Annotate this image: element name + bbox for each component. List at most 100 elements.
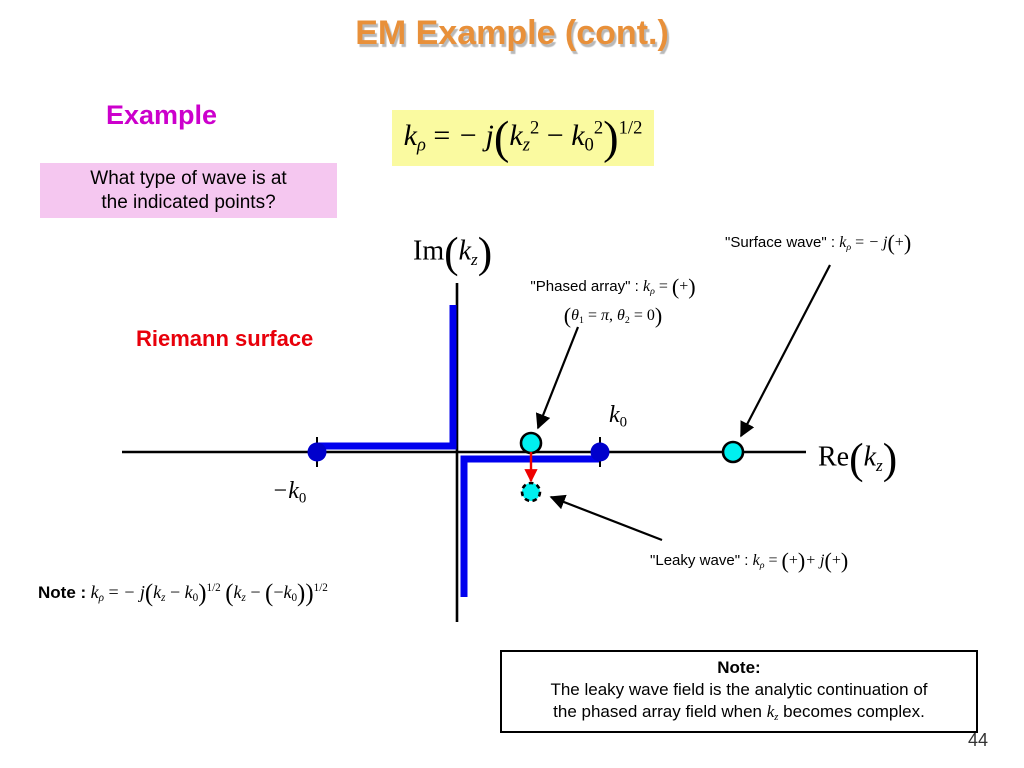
leaky-wave-leader-arrow [549,494,663,542]
nf-kz2-sub: z [241,592,246,605]
question-line-2: the indicated points? [101,191,276,213]
phased-array-annotation: "Phased array" : kρ = (+) (θ1 = π, θ2 = … [498,272,728,330]
lw-open1: ( [781,548,789,573]
sw-open: ( [887,230,895,255]
pa-plus: + [679,278,689,296]
formula-rho: ρ [416,134,426,156]
nf-k: k [90,581,99,602]
note-box-line-2-pre: the phased array field when [553,702,767,722]
sw-k: k [839,234,847,252]
nf-k01: k [184,581,193,602]
question-line-1: What type of wave is at [90,167,287,189]
pa-comma: , [609,307,613,325]
lw-plus-j: + j [805,552,825,570]
nf-minus3: − [273,581,284,602]
branch-point-neg-k0 [307,442,327,462]
branch-point-k0 [590,442,610,462]
nf-kz1-sub: z [161,592,166,605]
pa-theta2: θ [617,307,625,325]
lw-plus1: + [788,552,798,570]
note-box-line-1: The leaky wave field is the analytic con… [550,680,928,700]
lw-plus2: + [831,552,841,570]
im-open-paren: ( [444,229,459,277]
nf-close1: ) [198,580,207,607]
formula-kz-sub: z [522,134,530,156]
nf-kz1: k [153,581,162,602]
nf-minus1: − [169,581,181,602]
sw-eq: = [855,234,865,252]
phased-array-marker[interactable] [519,431,543,455]
note-formula: Note : kρ = − j(kz − k0)1/2 (kz − (−k0))… [38,580,328,608]
pa-eq1: = [587,307,597,325]
formula-minus: − [546,118,564,152]
note-box-title: Note: [717,658,761,678]
negk0-k: −k [272,478,299,504]
surface-wave-quote: "Surface wave" : [725,234,840,252]
note-box-body: The leaky wave field is the analytic con… [550,679,927,724]
lw-k: k [752,552,760,570]
note-formula-label: Note : [38,582,87,602]
surface-wave-leader-arrow [740,264,831,438]
leaky-wave-annotation: "Leaky wave" : kρ = (+)+ j(+) [650,548,848,574]
formula-k0-sup: 2 [593,117,604,139]
formula-close-paren: ) [603,112,619,164]
nf-k02-sub: 0 [291,592,298,605]
branch-cut-lower [460,455,600,597]
surface-wave-annotation: "Surface wave" : kρ = − j(+) [725,230,911,256]
phased-array-line-1: "Phased array" : kρ = (+) [498,272,728,301]
im-close-paren: ) [477,229,493,277]
sw-close: ) [903,230,912,255]
pa-theta1: θ [571,307,579,325]
pa2-close: ) [654,303,663,329]
note-box: Note: The leaky wave field is the analyt… [500,650,978,733]
formula-minus-j: − j [457,118,494,152]
leaky-wave-marker[interactable] [520,481,542,503]
pa-zero: 0 [646,307,655,325]
nf-close3: ) [297,580,306,607]
main-formula: kρ = − j(kz2 − k02)1/2 [404,112,643,165]
formula-k: k [403,118,417,152]
k0-label: k0 [609,402,627,431]
pa-k: k [642,278,651,296]
note-box-line-2: the phased array field when kz becomes c… [553,702,925,724]
im-k: k [458,235,471,267]
real-axis-label: Re(kz) [818,434,897,484]
pa2-open: ( [563,303,572,329]
lw-close1: ) [797,548,806,573]
branch-cut-upper [317,305,457,450]
re-k: k [863,441,876,473]
pa-eq2: = [633,307,643,325]
formula-kz-sup: 2 [529,117,540,139]
sw-rho: ρ [846,242,852,254]
nf-open1: ( [144,580,154,607]
note-box-line-2-post: becomes complex. [778,702,925,722]
re-open-paren: ( [849,435,864,483]
nf-exp1: 1/2 [206,581,221,594]
re-k-sub: z [876,455,883,475]
note-box-kz-sub: z [774,712,779,724]
note-box-kz: k [766,702,775,722]
phased-array-leader-arrow [535,326,580,430]
im-k-sub: z [471,249,478,269]
sw-plus: + [894,234,904,252]
im-text: Im [413,235,445,267]
k0-sub: 0 [619,414,628,431]
surface-wave-marker[interactable] [721,440,745,464]
lw-close2: ) [840,548,849,573]
formula-equals: = [433,118,451,152]
riemann-surface-label: Riemann surface [136,326,314,351]
nf-close2: ) [305,580,314,607]
nf-minus2: − [250,581,261,602]
nf-k02: k [283,581,292,602]
page-title: EM Example (cont.) [355,14,669,52]
lw-open2: ( [824,548,832,573]
formula-k0-sub: 0 [584,134,594,156]
neg-k0-label: −k0 [272,478,306,507]
sw-minus-j: − j [868,234,888,252]
pa-close: ) [688,274,696,299]
nf-kz2: k [233,581,242,602]
example-heading: Example [106,100,218,130]
re-text: Re [818,441,850,473]
imaginary-axis-label: Im(kz) [413,228,492,278]
phased-array-line-2: (θ1 = π, θ2 = 0) [498,301,728,330]
